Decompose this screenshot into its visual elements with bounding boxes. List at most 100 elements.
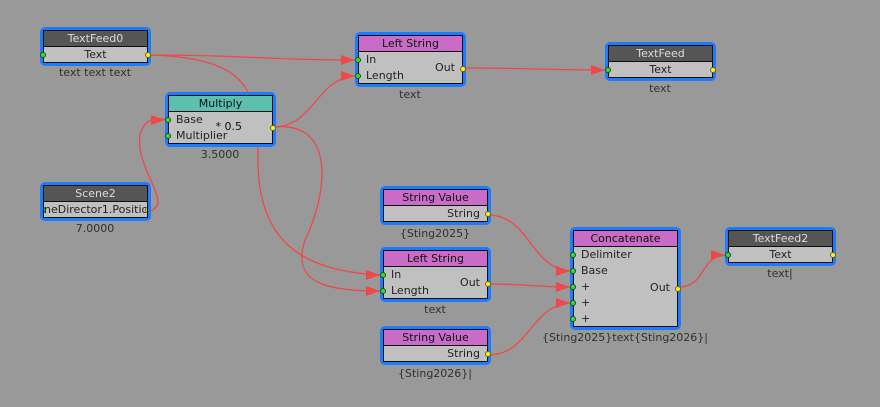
port-label: + [581,280,591,293]
input-pin[interactable] [165,133,171,139]
node-title: Concatenate [574,231,677,247]
wire-arrowhead [341,71,355,81]
node-string-value-1[interactable]: String Value String [380,186,491,225]
port-string: String [384,206,491,222]
node-caption-textfeed0: text text text [58,66,132,79]
input-pin[interactable] [380,288,386,294]
output-pin[interactable] [710,67,716,73]
node-title: Scene2 [44,186,147,202]
node-caption-textfeed2: text| [767,267,793,280]
port-text: Text [725,247,836,263]
port-string: String [384,346,491,362]
input-pin[interactable] [570,284,576,290]
input-pin[interactable] [725,252,731,258]
node-textfeed2[interactable]: TextFeed2 Text [725,227,836,266]
wire-stringvalue2-String-to-concatenate--2[interactable] [487,302,574,356]
port-base: Base [570,263,677,279]
input-pin[interactable] [380,272,386,278]
input-pin[interactable] [570,252,576,258]
port-text: Text [605,62,716,78]
port-multiplier: Multiplier [165,128,272,144]
wire-textfeed0-Text-to-leftstring2-In[interactable] [148,54,384,276]
input-pin[interactable] [355,73,361,79]
port-length: Length [380,283,487,299]
node-caption-concatenate: {Sting2025}text{Sting2026}| [541,331,709,344]
wire-arrowhead [151,115,165,125]
node-title: Left String [359,36,462,52]
input-pin[interactable] [355,57,361,63]
port-plus-2: + [570,295,677,311]
port-label: + [581,312,591,325]
port-label: In [391,268,402,281]
port-label: Text [84,48,107,61]
port-in: In [355,52,462,68]
port-out-label: Out [650,281,670,294]
port-label: Multiplier [176,129,228,142]
wire-arrowhead [556,298,570,308]
output-pin[interactable] [460,66,466,72]
input-pin[interactable] [570,316,576,322]
input-pin[interactable] [570,300,576,306]
port-label: Length [366,69,404,82]
port-label: Base [176,113,203,126]
port-label: Length [391,284,429,297]
node-caption-left-string-2: text [424,303,446,316]
node-caption-scene2: 7.0000 [75,222,115,235]
node-textfeed0[interactable]: TextFeed0 Text [40,27,151,66]
output-pin[interactable] [485,281,491,287]
input-pin[interactable] [570,268,576,274]
input-pin[interactable] [165,117,171,123]
output-pin[interactable] [270,125,276,131]
output-pin[interactable] [830,252,836,258]
node-title: Left String [384,251,487,267]
node-caption-textfeed: text [649,82,671,95]
output-pin[interactable] [675,286,681,292]
node-concatenate[interactable]: Concatenate Delimiter Base + + + Out [570,227,681,330]
node-title: TextFeed0 [44,31,147,47]
output-pin[interactable] [145,52,151,58]
port-base: Base [165,112,276,131]
wire-arrowhead [711,250,725,260]
wire-textfeed0-Text-to-leftstring1-In[interactable] [148,54,359,61]
wire-multiply-out-to-leftstring1-Length[interactable] [272,75,359,128]
port-text: Text [40,47,151,63]
output-pin[interactable] [485,211,491,217]
port-in: In [380,267,487,283]
node-title: String Value [384,330,487,346]
wire-arrowhead [366,270,380,280]
wire-arrowhead [591,65,605,75]
node-title: Multiply [169,96,272,112]
wire-arrowhead [556,266,570,276]
port-label: neDirector1.Position [44,203,147,216]
port-position: neDirector1.Position [44,202,147,218]
input-pin[interactable] [40,52,46,58]
node-textfeed[interactable]: TextFeed Text [605,42,716,81]
wire-arrowhead [366,286,380,296]
node-left-string-1[interactable]: Left String In Length Out [355,32,466,87]
node-scene2[interactable]: Scene2 neDirector1.Position [40,182,151,221]
port-label: In [366,53,377,66]
port-label: Base [581,264,608,277]
wire-leftstring2-Out-to-concatenate--1[interactable] [487,283,574,288]
output-pin[interactable] [145,207,147,213]
node-title: String Value [384,190,487,206]
port-label: Delimiter [581,248,632,261]
wire-concatenate-Out-to-textfeed2-Text[interactable] [677,254,729,288]
node-string-value-2[interactable]: String Value String [380,326,491,365]
wire-arrowhead [341,55,355,65]
output-pin[interactable] [485,351,491,357]
port-plus-1: + [570,279,677,295]
wire-multiply-out-to-leftstring2-Length[interactable] [272,126,384,292]
port-label: Text [769,248,792,261]
port-delimiter: Delimiter [570,247,677,263]
node-caption-multiply: 3.5000 [200,148,240,161]
wire-stringvalue1-String-to-concatenate-Base[interactable] [487,214,574,272]
input-pin[interactable] [605,67,611,73]
port-label: + [581,296,591,309]
wire-leftstring1-Out-to-textfeed-Text[interactable] [462,67,609,71]
node-left-string-2[interactable]: Left String In Length Out [380,247,491,302]
node-multiply[interactable]: Multiply Base Multiplier * 0.5 [165,92,276,147]
node-caption-left-string-1: text [399,88,421,101]
multiplier-value: * 0.5 [215,120,243,133]
